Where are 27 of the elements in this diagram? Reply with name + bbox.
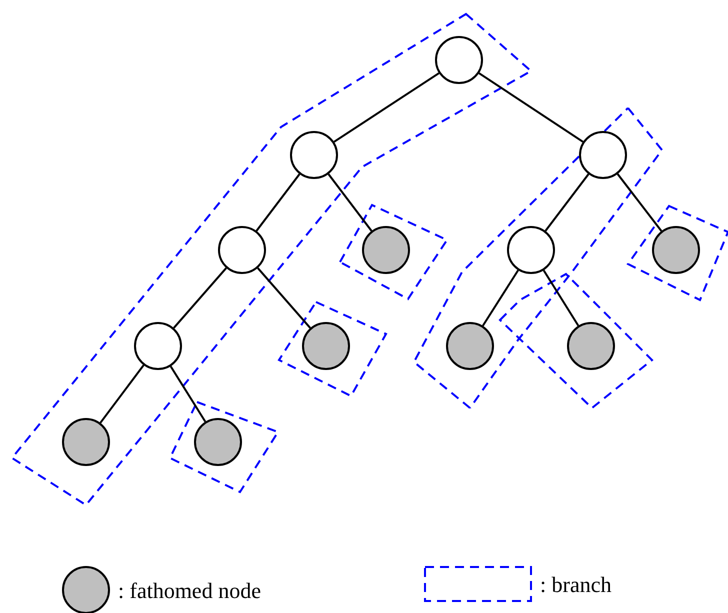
tree-edge (542, 270, 580, 326)
legend-label: : branch (540, 570, 612, 598)
tree-node (435, 36, 483, 84)
fathomed-node (446, 322, 494, 370)
tree-edge (482, 270, 519, 326)
tree-node (218, 226, 266, 274)
tree-edge (478, 72, 584, 143)
fathomed-node (302, 322, 350, 370)
tree-node (134, 322, 182, 370)
tree-edge (616, 173, 662, 232)
fathomed-node (62, 418, 110, 466)
tree-edge (257, 267, 311, 329)
tree-edge (100, 364, 144, 424)
tree-edge (170, 366, 206, 422)
fathomed-node (362, 226, 410, 274)
fathomed-node (194, 418, 242, 466)
tree-edge (544, 174, 590, 232)
legend-label: : fathomed node (118, 576, 261, 604)
tree-node (290, 131, 338, 179)
tree-edge (334, 72, 440, 143)
tree-edge (328, 174, 372, 232)
fathomed-node (567, 322, 615, 370)
tree-edge (173, 267, 227, 329)
tree-node (507, 226, 555, 274)
tree-node (579, 131, 627, 179)
fathomed-node (652, 226, 700, 274)
tree-edge (256, 174, 300, 232)
